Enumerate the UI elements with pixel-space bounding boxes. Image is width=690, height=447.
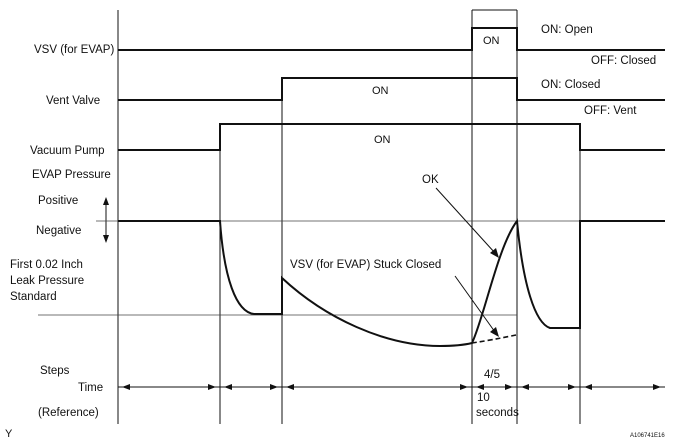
ok-leader-line <box>435 187 496 254</box>
vsv-on-state: ON: Open <box>541 24 593 36</box>
vent-valve-label: Vent Valve <box>46 95 100 107</box>
reference-label: (Reference) <box>38 407 99 419</box>
steps-label: Steps <box>40 365 70 377</box>
vent-valve-on-state: ON: Closed <box>541 79 600 91</box>
duration-value: 10 <box>477 392 490 404</box>
stuck-closed-leader-line <box>454 275 496 333</box>
vent-valve-off-state: OFF: Vent <box>584 105 637 117</box>
leak-standard-line-2: Leak Pressure <box>10 275 84 287</box>
step-boundary-lines <box>117 9 581 424</box>
vsv-off-state: OFF: Closed <box>591 55 656 67</box>
duration-unit: seconds <box>476 407 519 419</box>
vsv-on-text: ON <box>483 35 500 47</box>
leak-standard-line-1: First 0.02 Inch <box>10 259 83 271</box>
timeline-axis <box>118 384 665 390</box>
corner-mark: Y <box>5 428 13 440</box>
vacuum-pump-on-text: ON <box>374 134 391 146</box>
evap-pressure-trace <box>118 218 665 348</box>
stuck-closed-label: VSV (for EVAP) Stuck Closed <box>290 259 441 271</box>
figure-id: A106741E16 <box>630 433 665 439</box>
ok-label: OK <box>422 174 439 186</box>
stuck-closed-arrowhead <box>490 327 499 337</box>
vent-valve-on-text: ON <box>372 85 389 97</box>
ok-arrowhead <box>490 248 499 258</box>
vsv-signal-trace <box>118 27 665 51</box>
vsv-label: VSV (for EVAP) <box>34 44 114 56</box>
vent-valve-signal-trace <box>118 77 665 101</box>
positive-label: Positive <box>38 195 78 207</box>
vacuum-pump-signal-trace <box>118 123 665 151</box>
step-4-5-label: 4/5 <box>484 369 500 381</box>
evap-pressure-label: EVAP Pressure <box>32 169 111 181</box>
leak-standard-line-3: Standard <box>10 291 57 303</box>
stuck-closed-dashed-trace <box>471 334 517 344</box>
vacuum-pump-label: Vacuum Pump <box>30 145 105 157</box>
negative-label: Negative <box>36 225 81 237</box>
positive-negative-arrow <box>103 197 109 243</box>
time-label: Time <box>78 382 103 394</box>
